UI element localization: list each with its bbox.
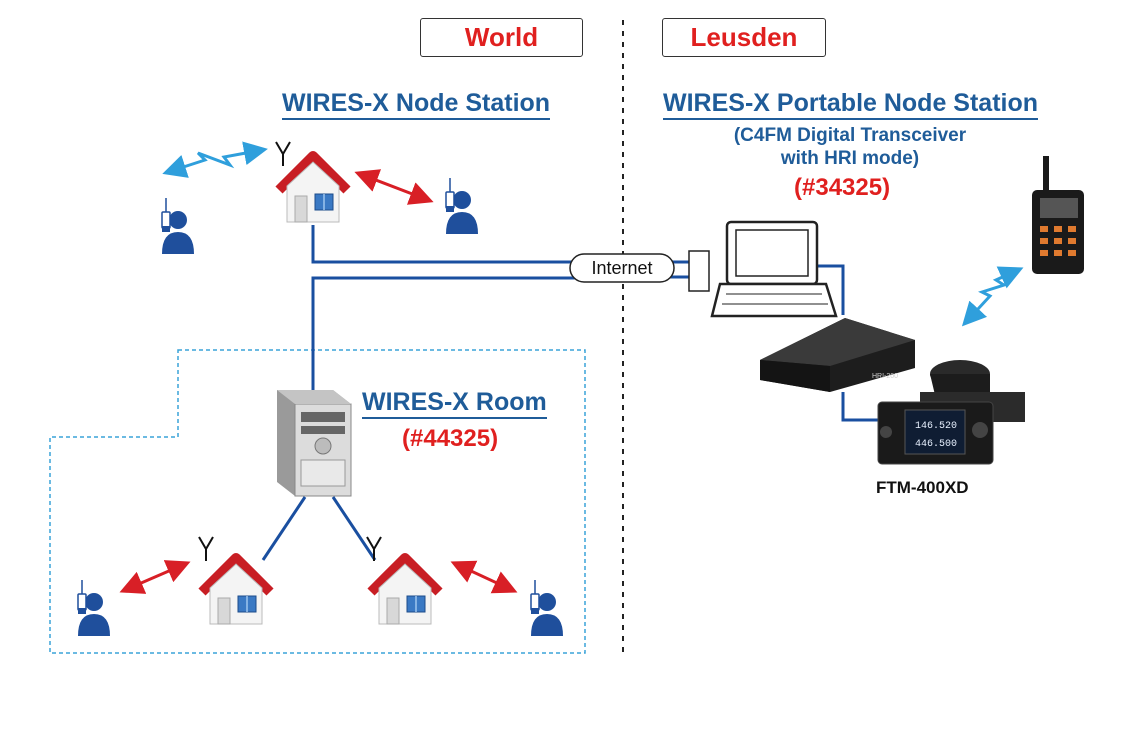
- portable-node-number: (#34325): [794, 174, 891, 201]
- internet-cloud: Internet: [569, 253, 675, 283]
- internet-label: Internet: [591, 258, 652, 278]
- hri-unit-label: HRI-200: [872, 373, 898, 380]
- network-connector: [688, 250, 710, 292]
- node-station-title: WIRES-X Node Station: [282, 88, 551, 120]
- radio-link-arrow-icon: [354, 169, 434, 205]
- portable-node-title: WIRES-X Portable Node Station: [663, 88, 1039, 120]
- room-house-icon: [371, 558, 439, 624]
- antenna-icon: [275, 141, 291, 167]
- room-link: [261, 496, 307, 561]
- laptop-icon: [710, 220, 838, 318]
- display-frequency-a: 146.520: [915, 421, 957, 432]
- pc-tower-icon: [277, 390, 352, 497]
- room-number: (#44325): [402, 425, 499, 452]
- hri-interface-icon: HRI-200: [760, 318, 915, 392]
- node-station-house-icon: [279, 156, 347, 222]
- room-boundary: [49, 349, 586, 654]
- person-with-radio-icon: [445, 177, 479, 235]
- region-label-leusden: Leusden: [662, 18, 826, 57]
- person-with-radio-icon: [530, 579, 564, 637]
- internet-links: [311, 225, 880, 422]
- radio-link-arrow-icon: [119, 560, 191, 594]
- room-link: [331, 496, 377, 561]
- display-frequency-b: 446.500: [915, 439, 957, 450]
- portable-node-subtitle-2: with HRI mode): [780, 148, 920, 169]
- radio-wave-arrow-icon: [961, 266, 1024, 327]
- portable-node-subtitle-1: (C4FM Digital Transceiver: [733, 125, 967, 146]
- mobile-transceiver-icon: 146.520 446.500: [877, 360, 1025, 465]
- radio-link-arrow-icon: [450, 560, 518, 594]
- handheld-radio-icon: [1032, 156, 1084, 274]
- room-title: WIRES-X Room: [362, 387, 547, 419]
- person-with-radio-icon: [161, 197, 195, 255]
- radio-wave-arrow-icon: [162, 141, 268, 178]
- region-label-world: World: [420, 18, 583, 57]
- transceiver-caption: FTM-400XD: [876, 478, 969, 497]
- antenna-icon: [198, 536, 214, 562]
- room-house-icon: [202, 558, 270, 624]
- person-with-radio-icon: [77, 579, 111, 637]
